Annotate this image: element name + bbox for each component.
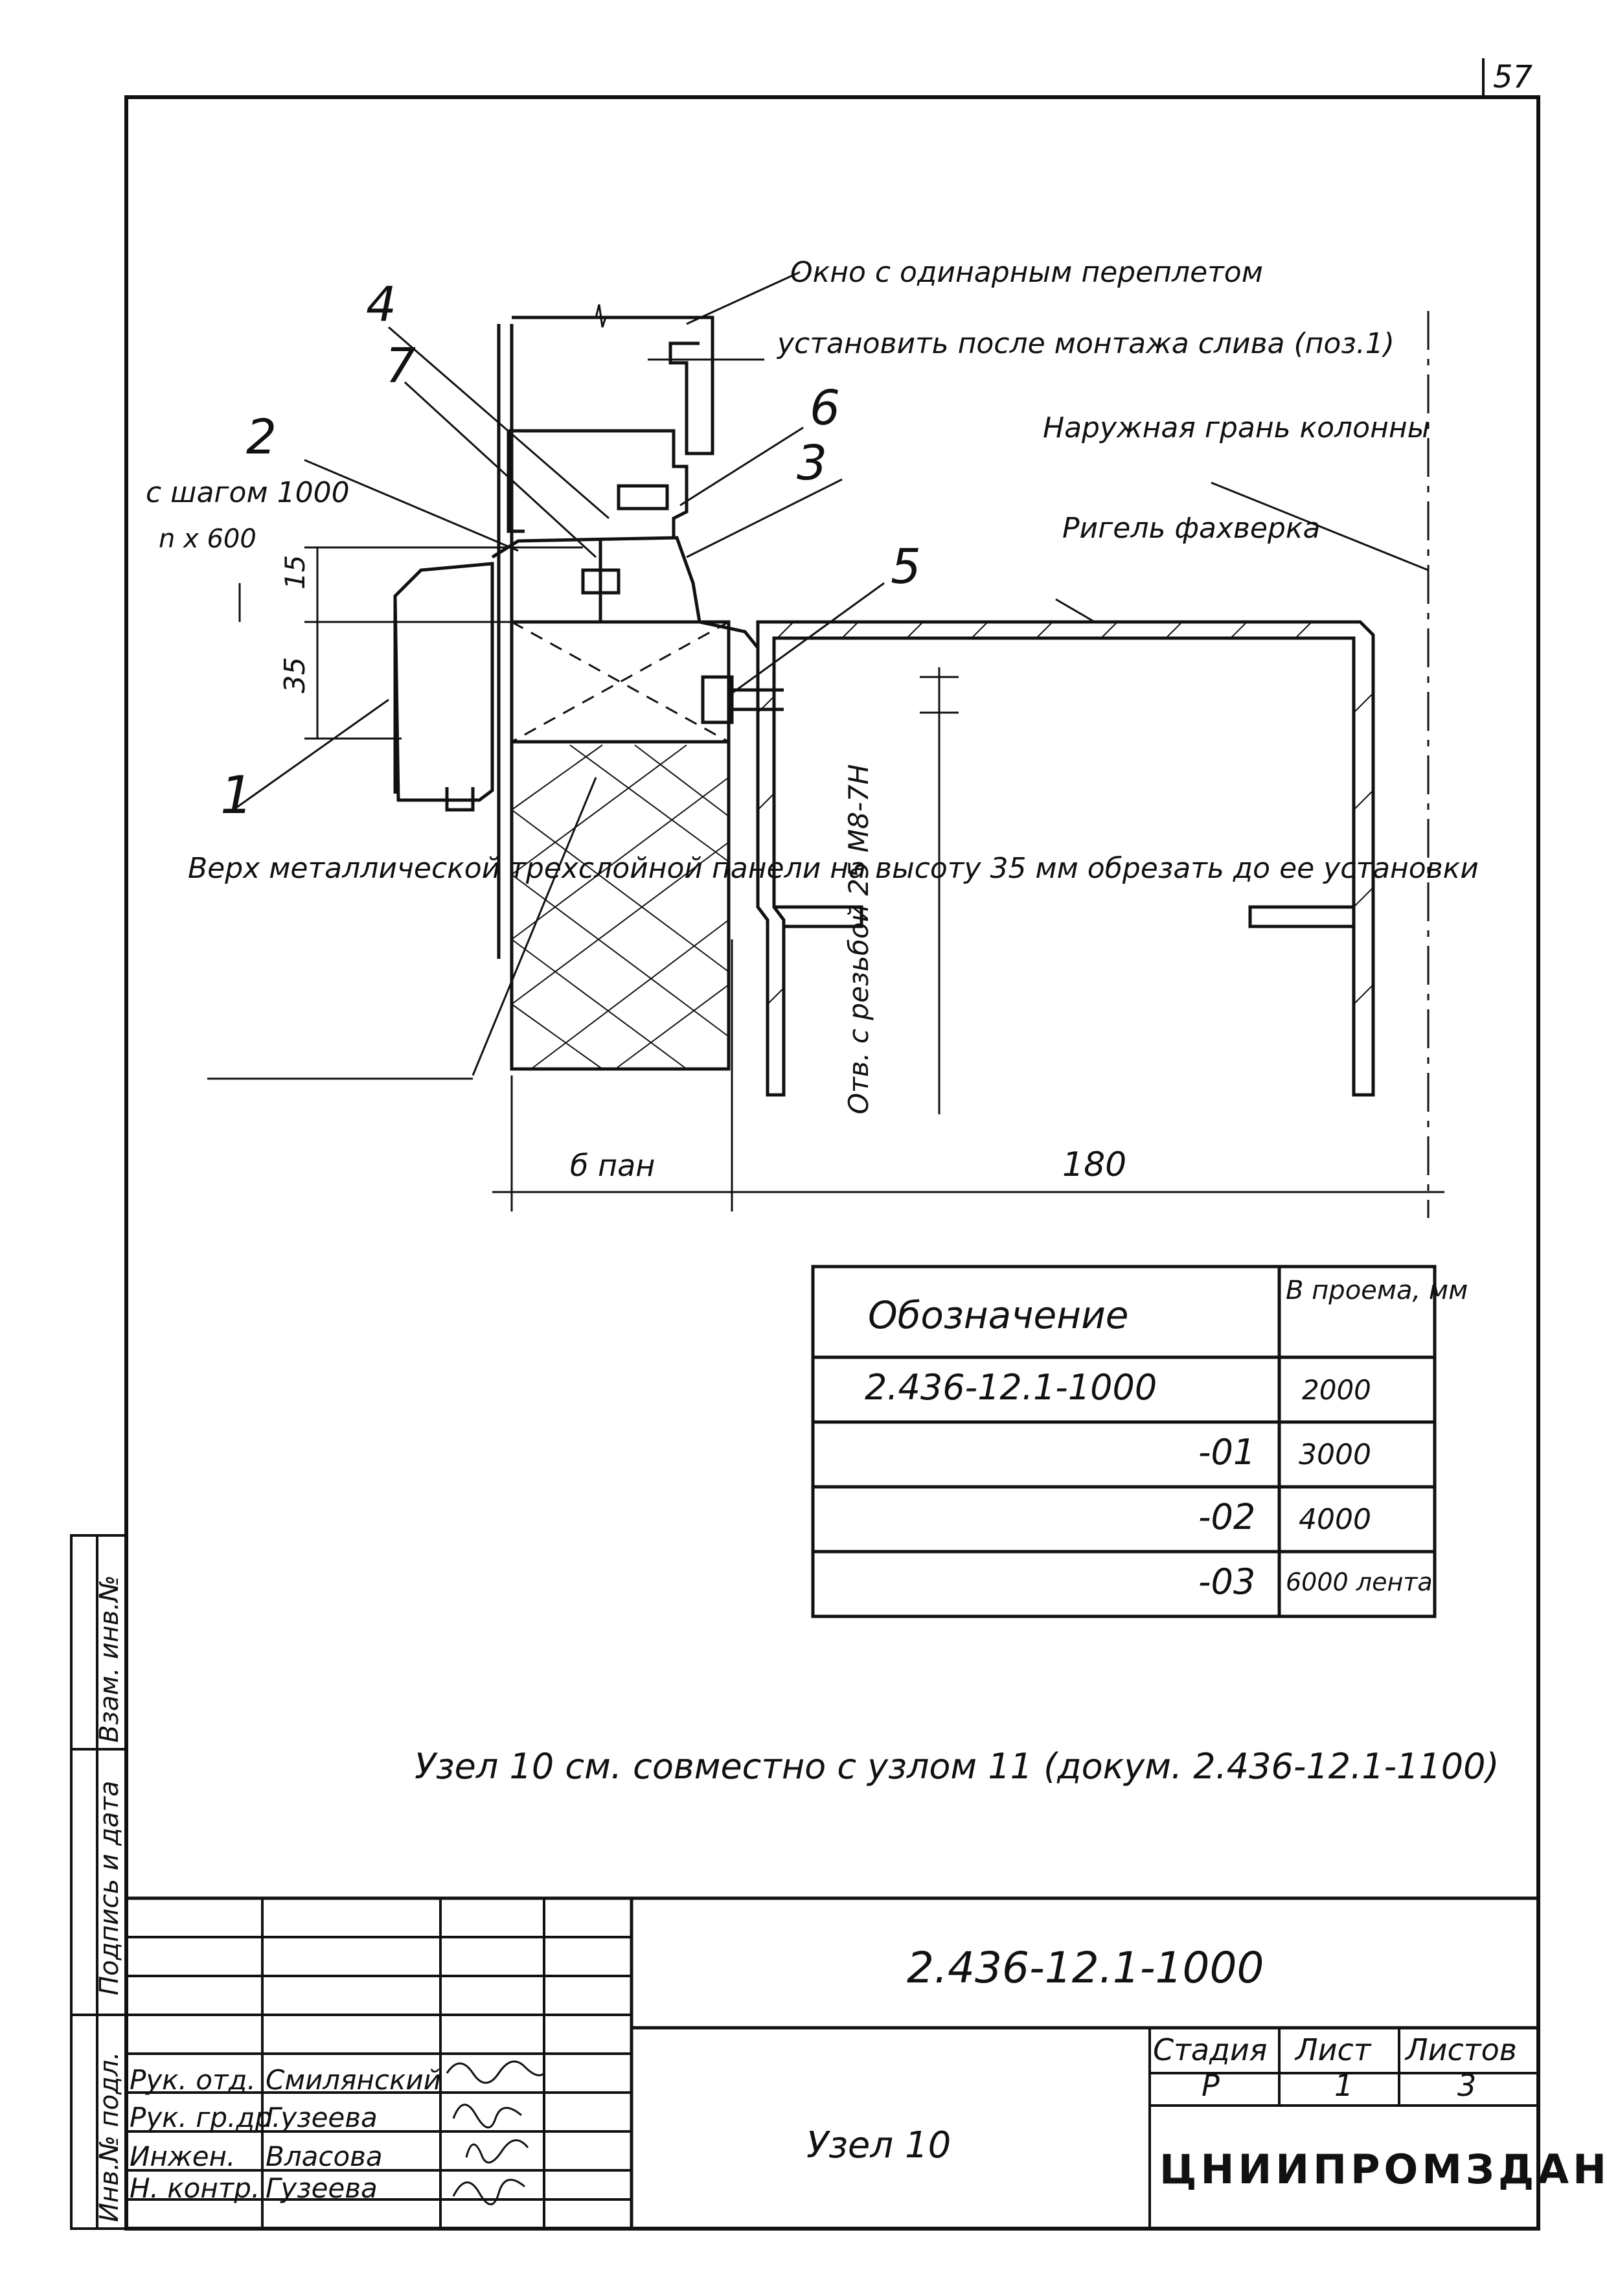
note-window: Окно с одинарным переплетом <box>790 256 1263 289</box>
rigel-hatch <box>758 622 1373 1004</box>
callout-3: 3 <box>797 435 827 491</box>
sign-role-2: Инжен. <box>130 2141 235 2172</box>
side-stamp-replace: Взам. инв.№ <box>95 1575 124 1743</box>
note-hole: Отв. с резьбой 25 М8-7Н <box>843 764 874 1114</box>
sheets-label: Листов <box>1404 2032 1517 2067</box>
stage-value: Р <box>1202 2068 1220 2103</box>
dim-180: 180 <box>1062 1145 1126 1184</box>
flashing-item-1 <box>395 564 492 810</box>
callout-5: 5 <box>891 539 921 595</box>
table-width-2: 4000 <box>1299 1503 1371 1536</box>
drawing-labels: 4 7 2 6 3 5 1 с шагом 1000 n x 600 Окно … <box>95 59 1533 2222</box>
sandwich-panel <box>512 622 729 1069</box>
sign-name-2: Власова <box>266 2141 383 2172</box>
general-note: Узел 10 см. совместно с узлом 11 (докум.… <box>415 1746 1499 1787</box>
note-step: с шагом 1000 <box>146 476 350 509</box>
title-block-grid <box>126 1898 1538 2229</box>
side-stamp-strip <box>71 1535 126 2229</box>
callout-4: 4 <box>366 277 396 332</box>
table-width-3: 6000 лента <box>1286 1568 1433 1596</box>
callout-1: 1 <box>220 765 253 825</box>
table-designation-1: -01 <box>1198 1432 1255 1473</box>
document-code: 2.436-12.1-1000 <box>907 1943 1264 1993</box>
dim-15: 15 <box>279 555 311 590</box>
note-panel-top: Верх металлической трехслойной панели на… <box>188 852 1479 885</box>
table-designation-0: 2.436-12.1-1000 <box>865 1367 1157 1408</box>
note-outer-face: Наружная грань колонны <box>1043 411 1430 444</box>
table-designation-2: -02 <box>1198 1497 1255 1537</box>
stage-label: Стадия <box>1153 2032 1267 2067</box>
sign-name-0: Смилянский <box>266 2064 441 2096</box>
spec-table-grid <box>813 1267 1435 1616</box>
sign-role-1: Рук. гр.др. <box>130 2102 280 2133</box>
organization-name: ЦНИИПРОМЗДАНИЙ <box>1159 2146 1607 2193</box>
drawing-title: Узел 10 <box>806 2124 951 2166</box>
sign-role-3: Н. контр. <box>130 2172 260 2204</box>
callout-6: 6 <box>810 380 840 436</box>
sign-name-1: Гузеева <box>266 2102 378 2133</box>
dim-b-pan: б пан <box>570 1148 655 1183</box>
rigel-channel <box>758 622 1373 1095</box>
callout-7: 7 <box>385 338 416 394</box>
dimension-lines <box>240 547 1444 1218</box>
side-stamp-inv: Инв.№ подл. <box>95 2052 124 2222</box>
side-stamp-sign: Подпись и дата <box>95 1781 124 1995</box>
table-designation-3: -03 <box>1198 1561 1255 1602</box>
sign-role-0: Рук. отд. <box>130 2064 256 2096</box>
sheet-value: 1 <box>1334 2068 1353 2103</box>
screw-item-6 <box>619 486 667 509</box>
table-width-1: 3000 <box>1299 1438 1371 1471</box>
note-nx600: n x 600 <box>159 524 256 554</box>
bolt-item-5 <box>703 677 732 722</box>
signature-scribbles <box>447 2061 544 2205</box>
dim-35: 35 <box>279 657 312 693</box>
sheet-label: Лист <box>1294 2032 1372 2067</box>
table-width-0: 2000 <box>1302 1374 1371 1406</box>
window-sash <box>508 431 687 538</box>
sign-name-3: Гузеева <box>266 2172 378 2204</box>
leader-lines <box>207 272 1428 1079</box>
sheet-number: 57 <box>1493 59 1533 95</box>
note-install-after: установить после монтажа слива (поз.1) <box>776 327 1395 360</box>
panel-insulation-hatch <box>512 745 729 1069</box>
sheet-frame <box>126 97 1538 2229</box>
table-header-width: В проема, мм <box>1286 1276 1468 1305</box>
sheets-value: 3 <box>1457 2068 1476 2103</box>
table-header-designation: Обозначение <box>868 1293 1128 1337</box>
note-rigel: Ригель фахверка <box>1062 512 1320 545</box>
construction-detail <box>395 304 1428 1218</box>
callout-2: 2 <box>246 409 277 465</box>
